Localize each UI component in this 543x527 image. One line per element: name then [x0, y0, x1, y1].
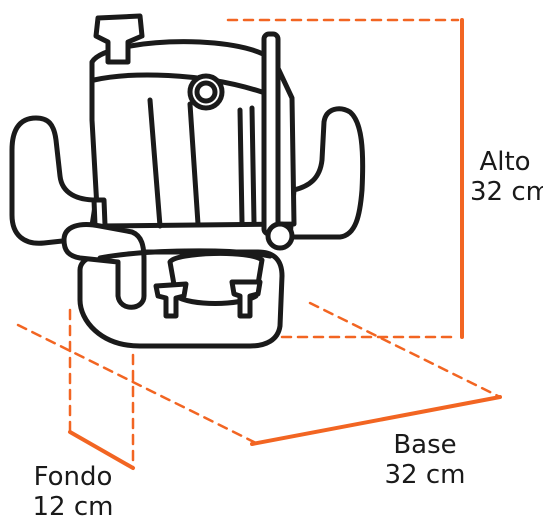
width-label-value: 32 cm — [384, 460, 466, 490]
width-label-name: Base — [393, 430, 457, 460]
base-dimension-line — [250, 395, 502, 446]
right-handle — [287, 106, 366, 240]
clamp-knob-left — [153, 281, 189, 319]
housing-front-panel — [147, 97, 163, 229]
depth-dimension-line — [68, 430, 135, 470]
router-illustration — [9, 13, 366, 349]
height-label-value: 32 cm — [470, 177, 543, 207]
housing-top-curve — [91, 72, 265, 95]
height-label: Alto 32 cm — [470, 147, 543, 207]
base-tube-left — [61, 222, 147, 310]
dimension-lines — [16, 18, 502, 470]
power-switch-inner — [194, 80, 218, 104]
depth-label-value: 12 cm — [32, 492, 114, 522]
base-ledge — [97, 248, 273, 261]
base-left-guide — [16, 323, 260, 446]
depth-label-name: Fondo — [33, 462, 113, 492]
depth-knob — [93, 13, 145, 65]
base-right-guide — [308, 301, 502, 399]
lock-knob — [265, 221, 295, 251]
housing-front-panel-2 — [187, 101, 201, 227]
height-label-name: Alto — [479, 147, 531, 177]
width-label: Base 32 cm — [380, 430, 470, 490]
depth-rod — [261, 31, 281, 237]
clamp-knob-right — [229, 279, 263, 319]
depth-label: Fondo 12 cm — [28, 462, 118, 522]
